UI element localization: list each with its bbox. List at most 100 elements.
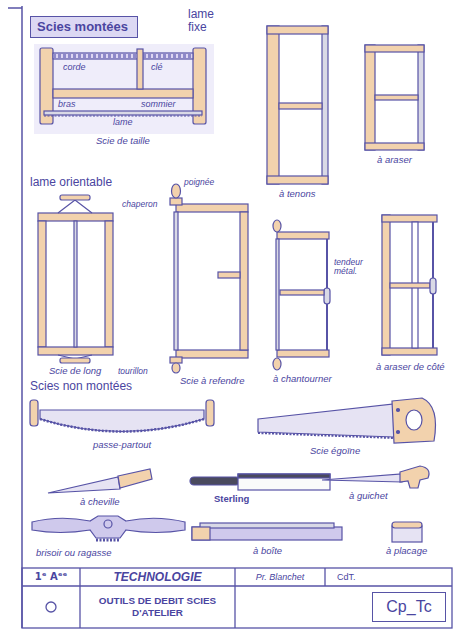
bow-saw-figure — [273, 220, 281, 232]
box-saw-figure — [200, 523, 334, 528]
pit-saw-figure — [60, 195, 90, 200]
box-saw-figure — [192, 527, 210, 540]
blade-type-note: lame fixe — [188, 8, 228, 34]
bow-saw-figure — [277, 232, 329, 239]
rip-saw-figure — [172, 184, 181, 198]
crosscut-saw-figure — [30, 400, 214, 432]
section-heading-text: Scies montées — [37, 19, 128, 35]
handsaw-figure — [258, 404, 394, 437]
backsaw-figure — [190, 477, 240, 485]
rip-saw-figure — [170, 198, 182, 205]
part-label: sommier — [140, 100, 177, 110]
handsaw-figure — [392, 398, 436, 443]
keyhole-saw-figure — [322, 474, 402, 482]
handsaw-figure — [258, 398, 436, 443]
backsaw-figure — [238, 474, 330, 490]
saw-name: à araser de côté — [376, 362, 445, 372]
frame-saw-figure — [34, 44, 214, 134]
frame-saw-figure — [53, 89, 193, 98]
trimming-saw-figure — [365, 45, 424, 150]
saw-name: Scie de long — [49, 366, 101, 376]
saw-name: Scie à refendre — [180, 376, 244, 386]
crosscut-saw-figure — [30, 400, 38, 426]
part-label: tendeur métal. — [334, 258, 378, 277]
pit-saw-figure — [58, 200, 92, 213]
title-block-grid — [22, 568, 452, 628]
bow-saw-figure — [277, 350, 329, 357]
side-trimming-saw-figure — [430, 278, 436, 294]
rasp-saw-figure — [104, 520, 112, 528]
rip-saw-figure — [176, 204, 248, 212]
pit-saw-figure — [60, 358, 90, 363]
class-cell-text: 1ᵉ Aᵉᵉ — [35, 571, 68, 583]
saw-name: à cheville — [80, 497, 120, 507]
bow-saw-figure — [276, 239, 279, 350]
title-block-grid — [234, 568, 235, 628]
saw-name: Scie de taille — [96, 136, 150, 146]
trimming-saw-figure — [365, 143, 424, 150]
rasp-saw-figure — [32, 516, 185, 540]
part-label: chaperon — [122, 200, 157, 209]
bow-saw-figure — [280, 290, 324, 295]
saw-name: passe-partout — [93, 440, 151, 450]
sheet-title-cell: OUTILS DE DEBIT SCIES D'ATELIER — [80, 586, 235, 628]
rip-saw-figure — [218, 272, 240, 278]
title-block-grid — [79, 568, 80, 628]
rip-saw-figure — [176, 350, 248, 358]
keyhole-saw-figure — [400, 466, 429, 488]
side-trimming-saw-figure — [382, 215, 390, 355]
rip-saw-figure — [170, 357, 182, 363]
side-trimming-saw-figure — [382, 348, 437, 355]
trimming-saw-figure — [418, 45, 424, 150]
title-block-grid — [46, 602, 56, 612]
saw-name: à guichet — [349, 491, 388, 501]
pit-saw-figure — [38, 221, 46, 347]
crosscut-saw-figure — [40, 419, 204, 432]
margin-rule — [8, 6, 22, 628]
frame-saw-figure — [137, 49, 143, 89]
part-label: tourillon — [118, 367, 148, 376]
rip-saw-figure — [170, 184, 248, 373]
bow-saw-figure — [273, 220, 330, 370]
title-block-grid — [22, 568, 452, 628]
handsaw-figure — [406, 410, 422, 430]
pit-saw-figure — [105, 221, 113, 347]
frame-saw-figure — [44, 111, 202, 115]
margin-rule — [8, 7, 22, 9]
rip-saw-figure — [240, 212, 248, 350]
saw-name: Scie égoïne — [310, 446, 360, 456]
crosscut-saw-figure — [206, 400, 214, 426]
tenon-saw-figure — [322, 26, 328, 184]
reference-box: Cp_Tc — [372, 592, 446, 622]
rip-saw-figure — [172, 363, 180, 373]
sheet-title-cell-text: OUTILS DE DEBIT SCIES D'ATELIER — [84, 595, 231, 619]
backsaw-figure — [190, 474, 330, 490]
trimming-saw-figure — [365, 45, 424, 52]
part-label: bras — [57, 100, 77, 110]
pit-saw-figure — [38, 213, 113, 221]
tenon-saw-figure — [267, 26, 279, 184]
code-cell: CdT. — [325, 568, 452, 586]
reference-box-text: Cp_Tc — [386, 597, 431, 616]
saw-name: brisoir ou ragasse — [36, 548, 112, 558]
trimming-saw-figure — [365, 45, 375, 150]
saw-name: à araser — [377, 155, 412, 165]
code-cell-text: CdT. — [337, 572, 356, 583]
handsaw-figure — [397, 409, 400, 412]
crosscut-saw-figure — [40, 410, 204, 432]
bow-saw-figure — [273, 358, 281, 370]
rip-saw-figure — [174, 212, 178, 350]
backsaw-figure — [238, 474, 330, 478]
teacher-cell: Pr. Blanchet — [235, 568, 325, 586]
frame-saw-figure — [44, 115, 202, 116]
brand-name: Sterling — [214, 494, 249, 504]
veneer-saw-figure — [392, 522, 422, 542]
tenon-saw-figure — [267, 26, 328, 184]
keyhole-saw-figure — [322, 466, 429, 488]
saw-name: à boîte — [253, 546, 282, 556]
box-saw-figure — [192, 523, 342, 540]
tenon-saw-figure — [267, 26, 328, 34]
trimming-saw-figure — [375, 95, 418, 100]
